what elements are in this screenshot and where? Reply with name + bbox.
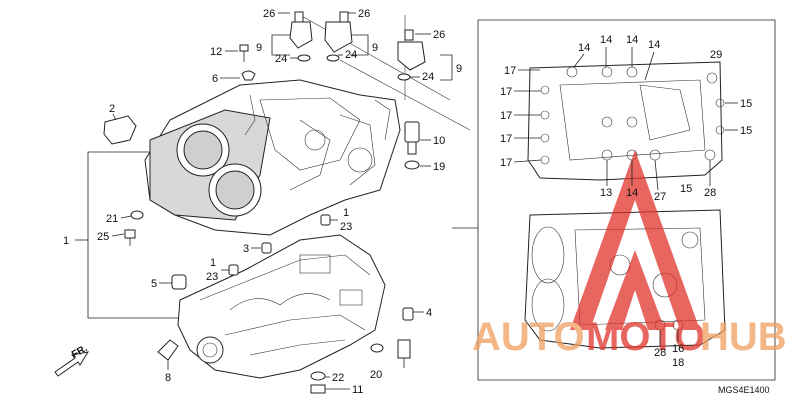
callout-1: 1: [63, 235, 69, 247]
callout-17: 17: [500, 133, 512, 145]
bracket-1: [87, 151, 185, 319]
callout-17: 17: [500, 157, 512, 169]
switch-10: [404, 121, 420, 155]
callout-labels-main: 26 26 26 9 9 9 24 24 24 12 6 2 10 19 1 2…: [63, 8, 462, 396]
watermark-text-hub: HUB: [700, 315, 787, 359]
watermark: AUTO MOTO HUB: [472, 150, 787, 359]
callout-18: 18: [672, 357, 684, 369]
callout-8: 8: [165, 372, 171, 384]
callout-24: 24: [422, 71, 434, 83]
callout-1: 1: [210, 257, 216, 269]
upper-crankcase: [144, 79, 401, 236]
callout-28: 28: [704, 187, 716, 199]
clip-6: [241, 70, 256, 81]
callout-23: 23: [340, 221, 352, 233]
lower-crankcase: [177, 234, 386, 379]
callout-14: 14: [648, 39, 660, 51]
sensor-26-right: [397, 29, 426, 81]
callout-17: 17: [500, 110, 512, 122]
sensor-20: [397, 339, 411, 368]
callout-21: 21: [106, 213, 118, 225]
bolt-25: [124, 229, 136, 246]
o-ring-24a: [297, 54, 311, 62]
callout-14: 14: [578, 42, 590, 54]
washer-20a: [370, 343, 384, 353]
inset-frame: [477, 19, 776, 381]
sensor-8: [157, 339, 179, 361]
callout-6: 6: [212, 73, 218, 85]
callout-1: 1: [343, 207, 349, 219]
dowel-23b: [228, 264, 239, 276]
callout-14: 14: [626, 34, 638, 46]
washer-21: [130, 210, 144, 220]
callout-3: 3: [243, 243, 249, 255]
front-direction-label: FR.: [70, 343, 90, 361]
callout-13: 13: [600, 187, 612, 199]
watermark-text-moto: MOTO: [586, 315, 705, 359]
sensor-26-mid: [324, 11, 353, 53]
callout-15: 15: [740, 98, 752, 110]
washer-19: [404, 160, 420, 170]
front-direction-arrow: FR.: [54, 343, 90, 377]
diagram-code: MGS4E1400: [718, 385, 770, 395]
callout-24: 24: [345, 49, 357, 61]
bolt-11: [310, 384, 326, 394]
callout-17: 17: [504, 65, 516, 77]
inset-upper-case: [527, 61, 725, 181]
plug-5: [171, 274, 187, 290]
callout-28: 28: [654, 347, 666, 359]
bracket-2: [103, 115, 137, 145]
watermark-text-auto: AUTO: [472, 315, 585, 359]
callout-24: 24: [275, 53, 287, 65]
washer-22: [310, 371, 326, 381]
callout-10: 10: [433, 135, 445, 147]
callout-9: 9: [372, 42, 378, 54]
callout-9: 9: [256, 42, 262, 54]
sensor-26-left: [289, 11, 313, 49]
callout-22: 22: [332, 372, 344, 384]
o-ring-24b: [326, 54, 340, 62]
callout-labels-inset: 14 14 14 14 29 17 17 17 17 17 15 15 13 1…: [500, 34, 752, 369]
callout-15: 15: [740, 125, 752, 137]
callout-4: 4: [426, 307, 432, 319]
callout-14: 14: [600, 34, 612, 46]
callout-16: 16: [672, 343, 684, 355]
callout-27: 27: [654, 191, 666, 203]
callout-14: 14: [626, 187, 638, 199]
callout-11: 11: [352, 384, 363, 396]
callout-9: 9: [456, 63, 462, 75]
watermark-logo-mark: [570, 150, 700, 330]
callout-12: 12: [210, 46, 222, 58]
dowel-23a: [320, 214, 331, 226]
callout-26: 26: [263, 8, 275, 20]
callout-26: 26: [433, 29, 445, 41]
dowel-4: [402, 307, 414, 321]
callout-23: 23: [206, 271, 218, 283]
callout-25: 25: [97, 231, 109, 243]
callout-20: 20: [370, 369, 382, 381]
callout-15: 15: [680, 183, 692, 195]
callout-5: 5: [151, 278, 157, 290]
callout-2: 2: [109, 103, 115, 115]
bolt-12: [239, 44, 249, 62]
callout-29: 29: [710, 49, 722, 61]
dowel-3: [261, 242, 272, 254]
callout-19: 19: [433, 161, 445, 173]
callout-26: 26: [358, 8, 370, 20]
callout-17: 17: [500, 86, 512, 98]
